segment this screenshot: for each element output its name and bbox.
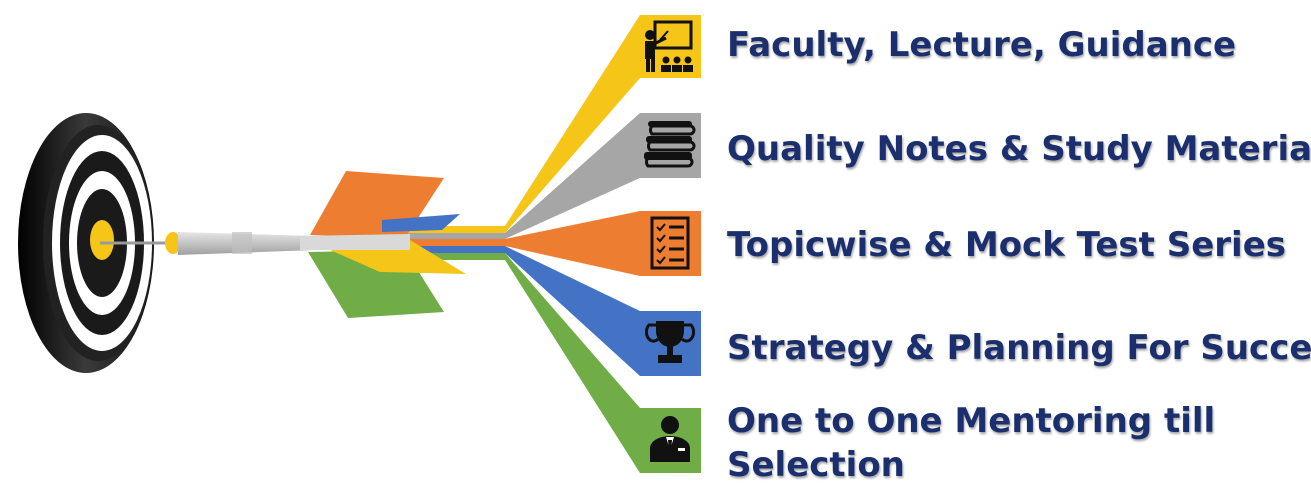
dartboard xyxy=(18,113,154,373)
stacked-books-icon xyxy=(644,121,696,168)
flight-blue xyxy=(382,214,460,232)
item-label-strategy: Strategy & Planning For Success xyxy=(727,328,1311,368)
ribbon-green xyxy=(405,253,640,473)
item-label-notes: Quality Notes & Study Material xyxy=(727,129,1311,169)
checklist-icon xyxy=(650,216,690,270)
mentor-person-icon xyxy=(650,416,690,462)
ribbon-orange xyxy=(405,211,640,276)
trophy-icon xyxy=(644,321,696,363)
item-label-tests: Topicwise & Mock Test Series xyxy=(727,225,1286,265)
item-label-mentoring: One to One Mentoring till Selection xyxy=(727,401,1216,485)
ribbon-blue xyxy=(405,246,640,376)
item-label-faculty: Faculty, Lecture, Guidance xyxy=(727,25,1237,65)
ribbons xyxy=(405,15,640,473)
icon-box-orange xyxy=(640,211,701,276)
dart xyxy=(100,171,466,318)
ribbon-yellow xyxy=(405,15,640,233)
icon-boxes xyxy=(640,15,701,473)
ribbon-gray xyxy=(405,113,640,239)
teacher-presentation-icon xyxy=(645,20,693,72)
